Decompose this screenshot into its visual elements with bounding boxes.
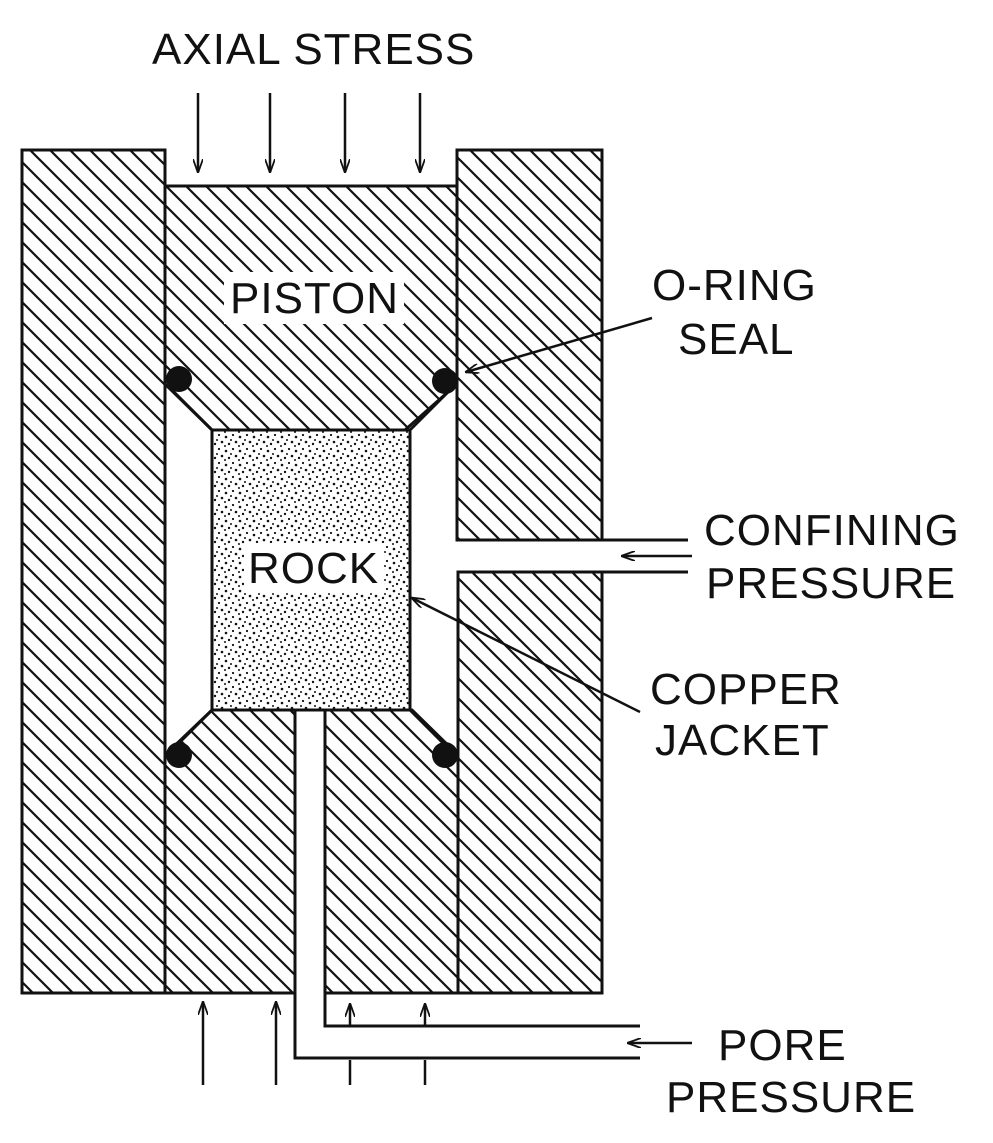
pore-pressure-label-line1: PORE [718,1021,847,1070]
rock-label-backdrop [244,543,384,593]
confining-pressure-port [457,538,688,574]
copper-jacket-label-line1: COPPER [650,665,842,714]
copper-jacket-label-line2: JACKET [655,716,830,765]
o-ring-seal-upper-left [166,366,192,392]
lower-piston-stress-arrows [203,1002,425,1085]
vessel-wall-right-lower [456,570,604,995]
vessel-wall-left [20,148,167,995]
o-ring-seal-upper-right [432,368,458,394]
o-ring-seal-lower-left [166,742,192,768]
piston-label: PISTON [230,274,399,323]
o-ring-seal-label-line1: O-RING [652,261,817,310]
axial-stress-arrows [198,93,420,172]
confining-pressure-label-line2: PRESSURE [706,559,956,608]
confining-pressure-label-line1: CONFINING [704,506,960,555]
o-ring-seal-label-line2: SEAL [678,315,795,364]
piston-label-backdrop [224,272,404,324]
o-ring-leader-arrow [466,316,653,372]
pore-pressure-label-line2: PRESSURE [666,1073,916,1122]
rock-label: ROCK [248,544,379,593]
o-ring-seal-lower-right [432,742,458,768]
pore-pressure-port [293,993,640,1060]
vessel-wall-right-upper [455,148,604,542]
axial-stress-label: AXIAL STRESS [152,25,475,74]
copper-jacket-leader-arrow [412,598,641,714]
